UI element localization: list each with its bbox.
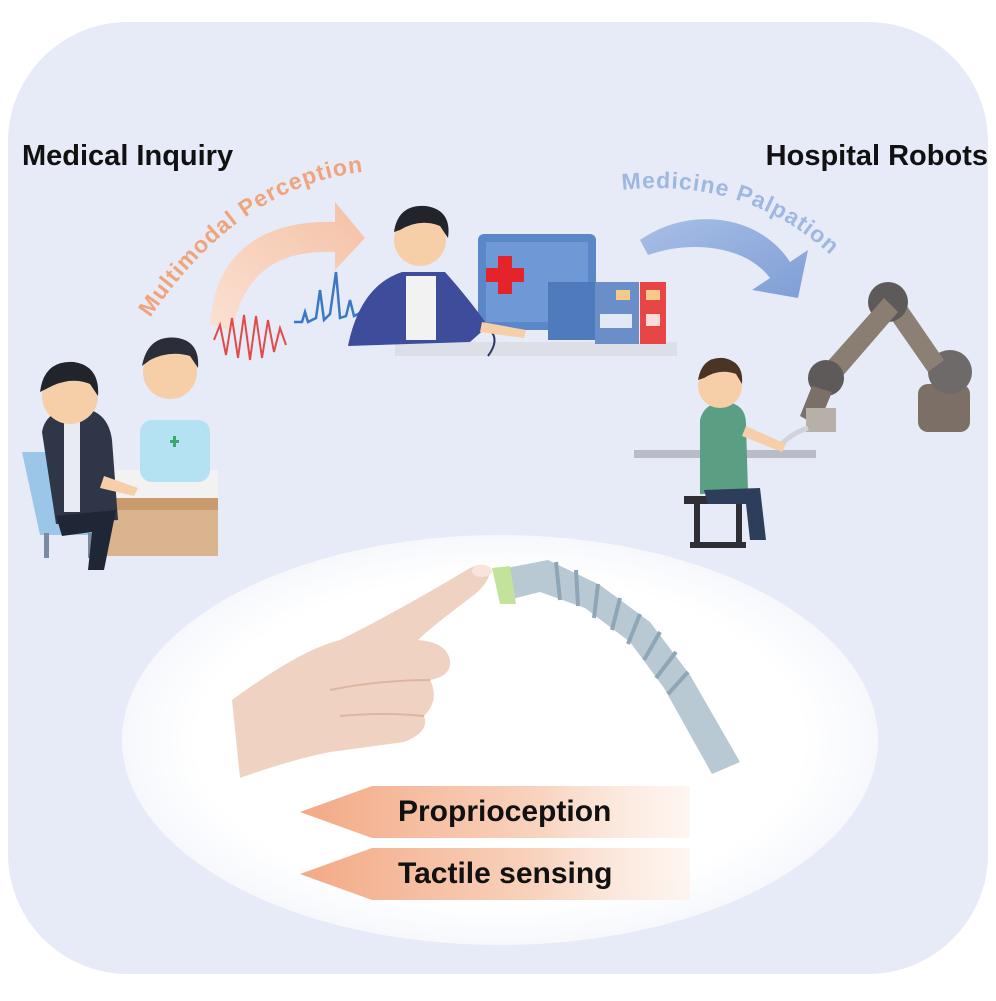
perception-arrow — [210, 202, 365, 330]
finger-icon — [232, 564, 492, 778]
tactile-sensing-label: Tactile sensing — [398, 857, 613, 890]
blue-signal-spikes — [294, 271, 363, 324]
robot-arm-scene — [634, 282, 972, 548]
palpation-arrow — [640, 219, 808, 298]
sensing-ellipse — [122, 535, 878, 945]
proprioception-tag: Proprioception — [398, 788, 611, 836]
medical-inquiry-title: Medical Inquiry — [22, 140, 234, 172]
tactile-tag-shape — [300, 848, 690, 900]
soft-sensor-icon — [492, 560, 740, 774]
proprioception-label: Proprioception — [398, 795, 612, 828]
doctor-computer-scene — [348, 205, 677, 357]
red-signal-wave — [213, 314, 287, 361]
doctor-patient-scene — [22, 337, 218, 570]
tactile-sensing-tag: Tactile sensing — [398, 850, 613, 898]
proprioception-tag-shape — [300, 786, 690, 838]
hospital-robots-title: Hospital Robots — [765, 140, 988, 172]
